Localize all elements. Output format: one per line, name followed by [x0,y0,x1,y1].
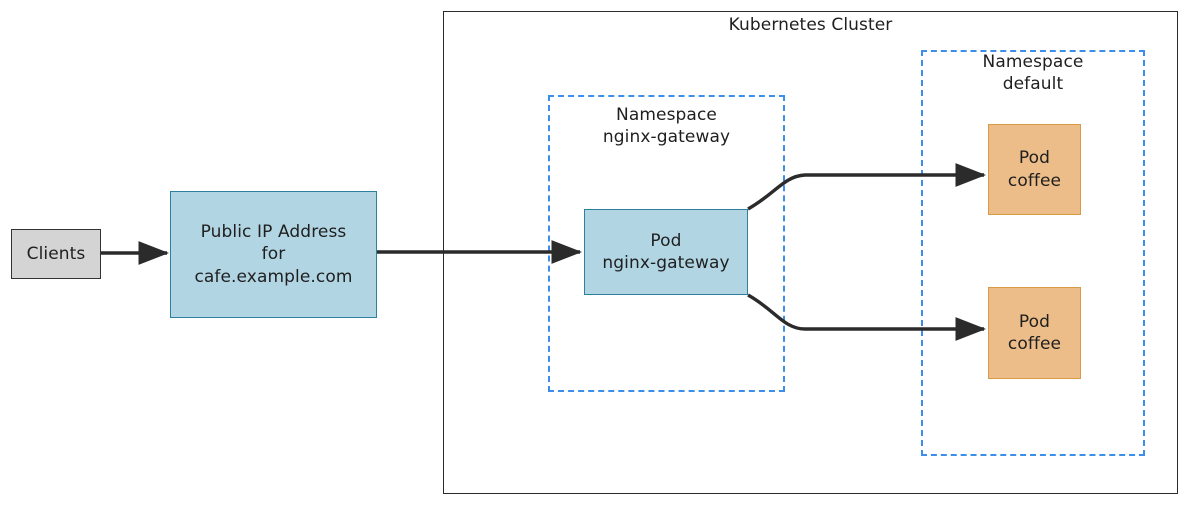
namespace-nginx-gateway-boundary [548,95,785,392]
node-clients[interactable]: Clients [11,229,101,279]
node-pod-coffee-bottom[interactable]: Pod coffee [988,287,1081,379]
namespace-default-label: Namespace default [982,52,1084,95]
namespace-nginx-gateway-label: Namespace nginx-gateway [602,105,731,148]
namespace-default-boundary [921,50,1145,456]
node-pod-nginx-gateway[interactable]: Pod nginx-gateway [584,209,748,295]
kubernetes-cluster-label: Kubernetes Cluster [728,15,893,35]
node-pod-coffee-top[interactable]: Pod coffee [988,124,1081,215]
edge-gateway-pod-to-coffee-pod-bottom [747,293,987,341]
node-public-ip-address[interactable]: Public IP Address for cafe.example.com [170,191,377,318]
edge-gateway-pod-to-coffee-pod-top [747,163,987,211]
